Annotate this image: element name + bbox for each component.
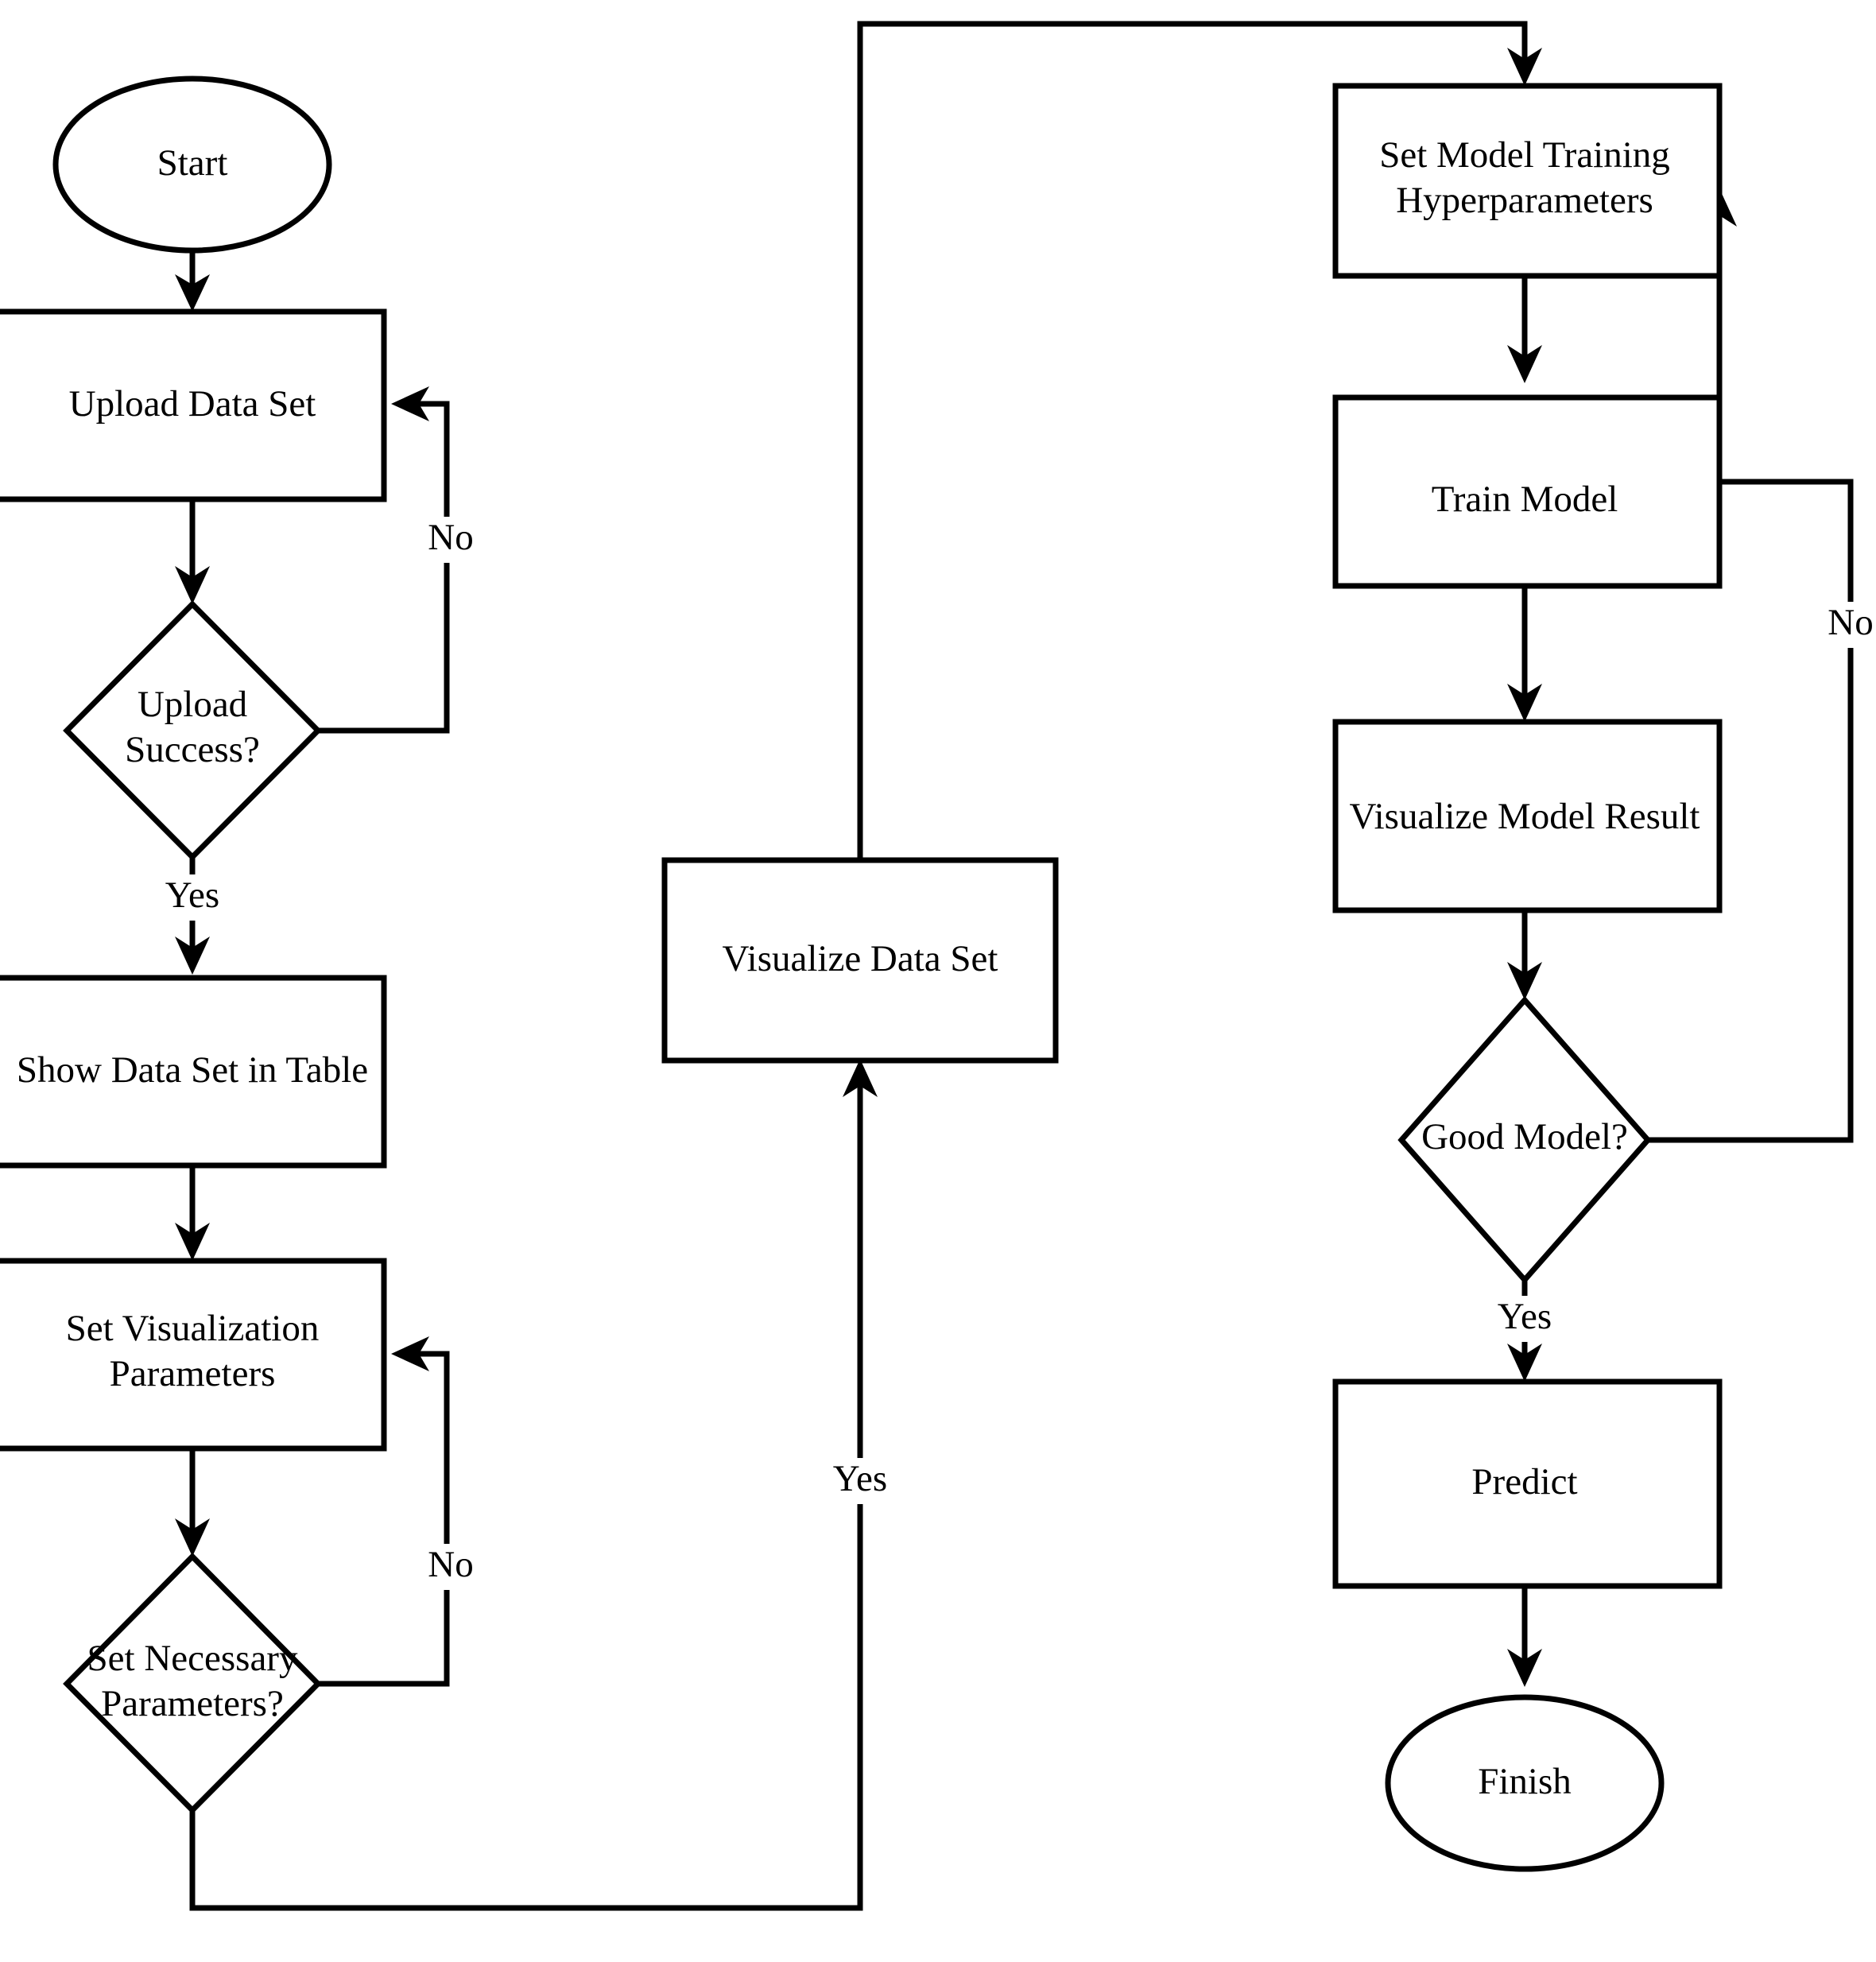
node-train-model-label: Train Model	[1432, 479, 1618, 520]
edge-label-yes-set-necessary: Yes	[833, 1458, 887, 1499]
edge-set-necessary-no	[318, 1336, 450, 1687]
edge-label-no-set-necessary: No	[428, 1544, 473, 1585]
node-upload-success-label-line1: Upload	[138, 684, 247, 725]
node-upload-success-label-line2: Success?	[125, 729, 260, 770]
node-set-visualization-parameters[interactable]: Set Visualization Parameters	[0, 1258, 387, 1452]
node-upload-data-set-label: Upload Data Set	[69, 383, 316, 425]
node-show-data-set-in-table[interactable]: Show Data Set in Table	[0, 975, 387, 1169]
edge-label-good-model-yes: Yes	[1479, 1296, 1571, 1342]
node-set-model-training-hyperparameters-label-line2: Hyperparameters	[1396, 180, 1653, 221]
edge-visualize-data-set-to-hyperparams	[857, 21, 1542, 860]
node-visualize-model-result[interactable]: Visualize Model Result	[1332, 719, 1723, 913]
node-visualize-data-set[interactable]: Visualize Data Set	[661, 857, 1059, 1064]
edge-visualize-result-to-good-model	[1507, 910, 1542, 1000]
node-visualize-data-set-label: Visualize Data Set	[723, 938, 998, 979]
edge-upload-to-upload-success	[175, 499, 210, 604]
node-good-model[interactable]: Good Model?	[1397, 995, 1652, 1285]
edge-label-set-necessary-no: No	[413, 1544, 488, 1590]
edge-label-good-model-no: No	[1816, 602, 1876, 648]
node-set-necessary-parameters[interactable]: Set Necessary Parameters?	[63, 1553, 322, 1814]
node-predict-label: Predict	[1471, 1461, 1577, 1503]
node-start-label: Start	[157, 142, 228, 184]
node-set-model-training-hyperparameters[interactable]: Set Model Training Hyperparameters	[1332, 83, 1723, 279]
node-set-visualization-parameters-label-line2: Parameters	[110, 1353, 276, 1394]
node-set-necessary-parameters-label-line2: Parameters?	[101, 1683, 284, 1724]
node-set-visualization-parameters-label-line1: Set Visualization	[66, 1308, 320, 1349]
node-show-data-set-in-table-label: Show Data Set in Table	[17, 1049, 368, 1091]
edge-upload-success-no	[318, 386, 450, 734]
node-predict[interactable]: Predict	[1332, 1378, 1723, 1589]
edge-label-upload-success-no: No	[413, 517, 488, 563]
node-set-model-training-hyperparameters-label-line1: Set Model Training	[1379, 134, 1670, 176]
node-train-model[interactable]: Train Model	[1332, 394, 1723, 589]
edge-set-viz-params-to-set-necessary	[175, 1447, 210, 1557]
edge-label-upload-success-yes: Yes	[147, 874, 238, 921]
edge-good-model-no	[1648, 188, 1854, 1143]
edge-show-table-to-set-viz-params	[175, 1165, 210, 1261]
node-finish[interactable]: Finish	[1385, 1694, 1665, 1872]
node-good-model-label: Good Model?	[1421, 1116, 1628, 1157]
node-visualize-model-result-label: Visualize Model Result	[1350, 796, 1700, 837]
edge-label-yes-good-model: Yes	[1498, 1296, 1552, 1337]
edge-label-yes-upload: Yes	[165, 874, 219, 916]
edge-label-no-upload: No	[428, 517, 473, 558]
edge-set-necessary-yes	[189, 1059, 878, 1911]
node-finish-label: Finish	[1478, 1761, 1572, 1802]
node-upload-data-set[interactable]: Upload Data Set	[0, 308, 387, 502]
node-set-necessary-parameters-label-line1: Set Necessary	[87, 1638, 298, 1679]
edge-predict-to-finish	[1507, 1586, 1542, 1687]
node-start[interactable]: Start	[52, 76, 332, 254]
node-upload-success[interactable]: Upload Success?	[63, 600, 322, 861]
edge-hyperparams-to-train-model	[1507, 276, 1542, 383]
edge-train-model-to-visualize-result	[1507, 586, 1542, 722]
edge-label-no-good-model: No	[1828, 602, 1873, 643]
edge-label-set-necessary-yes: Yes	[815, 1458, 906, 1504]
